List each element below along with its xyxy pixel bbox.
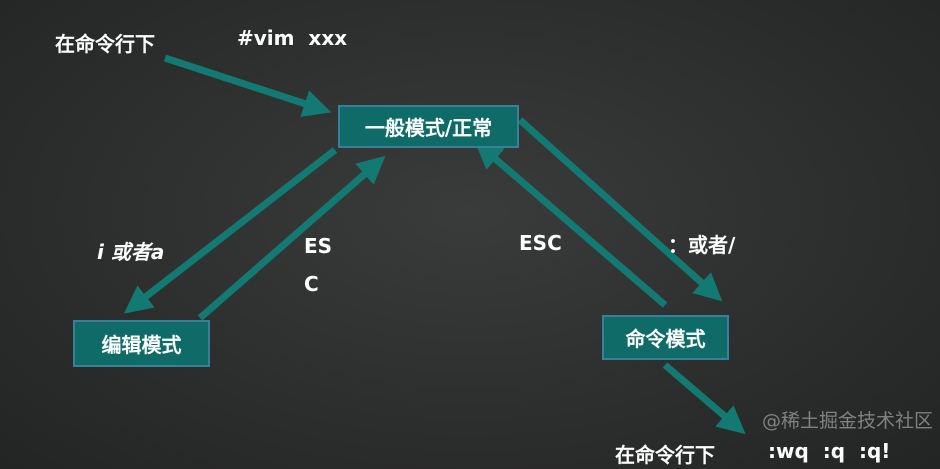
arrow-command-to-normal: [474, 140, 668, 308]
quit-commands-label: :wq :q :q!: [768, 439, 891, 463]
node-normal-mode: 一般模式/正常: [338, 105, 519, 148]
arrow-command-to-exit: [662, 362, 746, 435]
arrow-insert-to-normal: [197, 155, 386, 321]
node-insert-mode: 编辑模式: [73, 320, 210, 367]
esc-label-part2: C: [304, 272, 319, 296]
node-command-mode: 命令模式: [602, 315, 729, 360]
esc-label-part1: ES: [304, 234, 333, 258]
arrow-start-to-normal: [163, 54, 332, 117]
to-insert-label: i 或者a: [97, 240, 165, 264]
arrow-normal-to-command: [517, 117, 723, 302]
bottom-left-label: 在命令行下: [615, 443, 715, 467]
esc-label: ESC: [519, 231, 562, 255]
vim-command-label: #vim xxx: [237, 26, 348, 50]
watermark: @稀土掘金技术社区: [762, 410, 934, 432]
top-left-label: 在命令行下: [55, 32, 155, 56]
arrow-normal-to-insert: [123, 147, 338, 314]
to-command-label: ：或者/: [668, 233, 736, 257]
